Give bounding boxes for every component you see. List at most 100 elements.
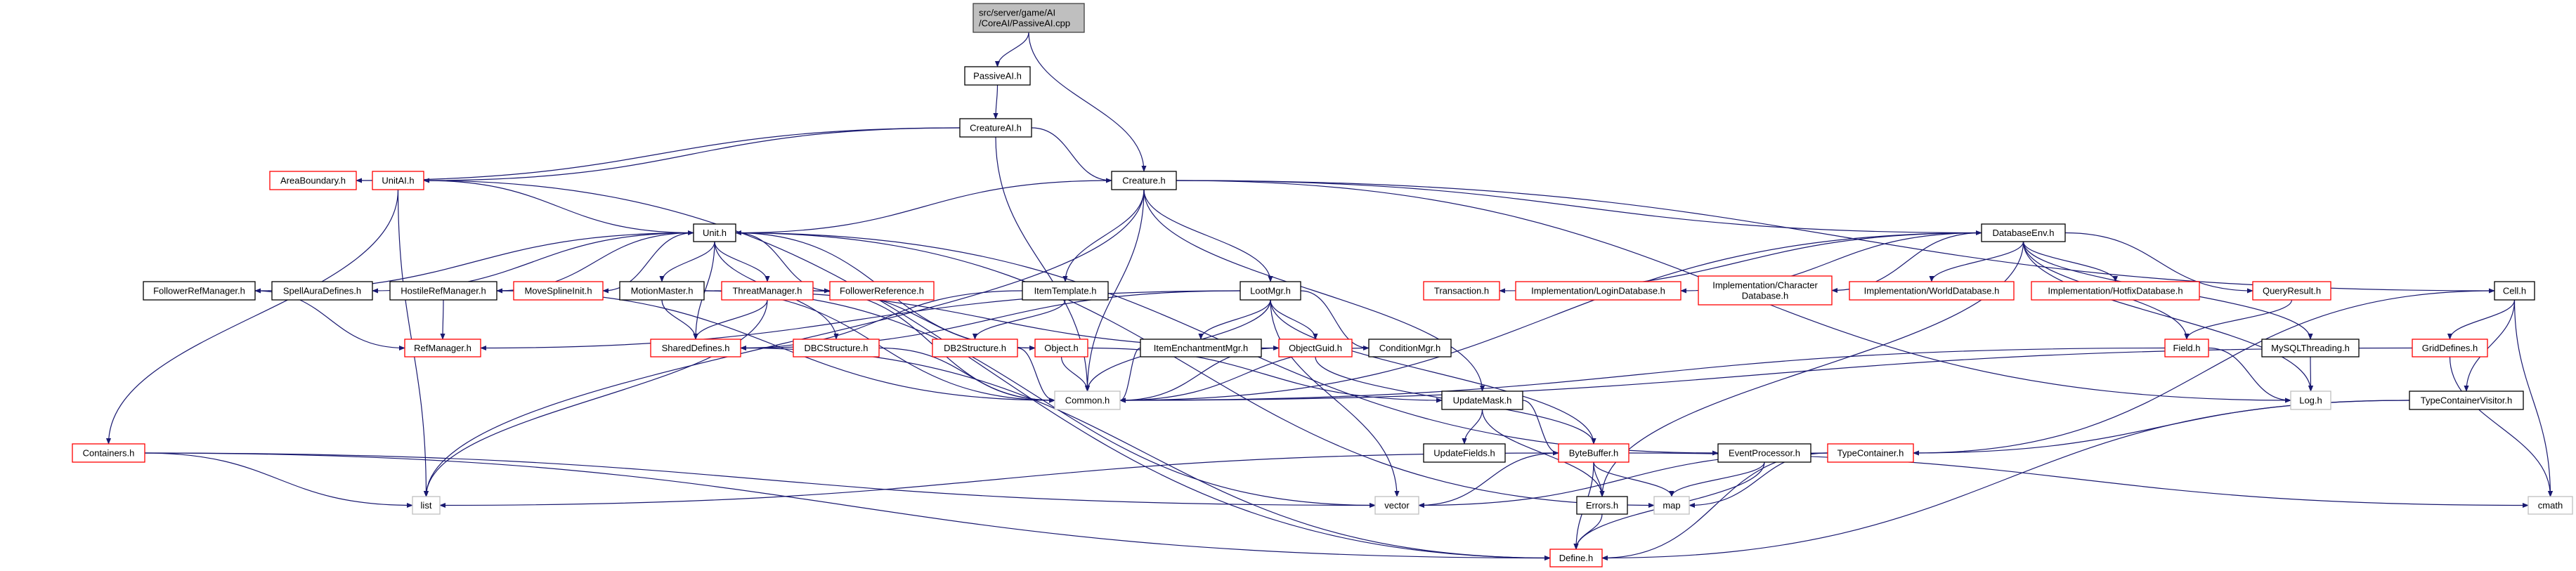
node-GridDefines[interactable]: GridDefines.h <box>2412 339 2488 357</box>
node-Object[interactable]: Object.h <box>1034 339 1088 357</box>
node-AreaBoundary[interactable]: AreaBoundary.h <box>269 171 357 190</box>
node-HostileRefManager[interactable]: HostileRefManager.h <box>389 281 497 301</box>
node-QueryResult[interactable]: QueryResult.h <box>2252 281 2331 301</box>
node-box[interactable] <box>1549 549 1603 567</box>
node-box[interactable] <box>1423 443 1506 463</box>
node-box[interactable] <box>1278 339 1353 357</box>
node-ItemEnchantmentMgr[interactable]: ItemEnchantmentMgr.h <box>1140 339 1262 357</box>
node-box[interactable] <box>1515 281 1681 301</box>
node-box[interactable] <box>269 171 357 190</box>
node-box[interactable] <box>1653 496 1690 515</box>
node-SpellAuraDefines[interactable]: SpellAuraDefines.h <box>271 281 373 301</box>
node-cmath[interactable]: cmath <box>2528 496 2573 515</box>
node-TypeContainer[interactable]: TypeContainer.h <box>1827 443 1914 463</box>
node-box[interactable] <box>964 66 1031 86</box>
node-map[interactable]: map <box>1653 496 1690 515</box>
node-Log[interactable]: Log.h <box>2290 390 2331 410</box>
node-box[interactable] <box>932 339 1018 357</box>
node-Unit[interactable]: Unit.h <box>693 223 736 242</box>
node-box[interactable] <box>72 443 145 463</box>
node-box[interactable] <box>389 281 497 301</box>
node-box[interactable] <box>1849 281 2015 301</box>
node-Creature[interactable]: Creature.h <box>1111 171 1177 190</box>
node-box[interactable] <box>1022 281 1109 301</box>
node-list[interactable]: list <box>412 496 441 515</box>
node-LootMgr[interactable]: LootMgr.h <box>1240 281 1301 301</box>
node-Transaction[interactable]: Transaction.h <box>1423 281 1500 301</box>
node-Containers[interactable]: Containers.h <box>72 443 145 463</box>
node-box[interactable] <box>2412 339 2488 357</box>
node-box[interactable] <box>143 281 256 301</box>
node-TypeContainerVisitor[interactable]: TypeContainerVisitor.h <box>2409 390 2524 410</box>
node-DB2Structure[interactable]: DB2Structure.h <box>932 339 1018 357</box>
node-UpdateMask[interactable]: UpdateMask.h <box>1441 390 1523 410</box>
node-box[interactable] <box>1441 390 1523 410</box>
node-DatabaseEnv[interactable]: DatabaseEnv.h <box>1981 223 2066 242</box>
node-box[interactable] <box>404 339 481 357</box>
node-CreatureAI[interactable]: CreatureAI.h <box>959 118 1032 138</box>
node-ByteBuffer[interactable]: ByteBuffer.h <box>1558 443 1629 463</box>
node-ThreatManager[interactable]: ThreatManager.h <box>721 281 814 301</box>
node-Errors[interactable]: Errors.h <box>1576 496 1628 515</box>
node-RefManager[interactable]: RefManager.h <box>404 339 481 357</box>
node-ConditionMgr[interactable]: ConditionMgr.h <box>1368 339 1452 357</box>
node-box[interactable] <box>412 496 441 515</box>
node-LoginDatabase[interactable]: Implementation/LoginDatabase.h <box>1515 281 1681 301</box>
node-box[interactable] <box>1981 223 2066 242</box>
node-Define[interactable]: Define.h <box>1549 549 1603 567</box>
node-WorldDatabase[interactable]: Implementation/WorldDatabase.h <box>1849 281 2015 301</box>
node-box[interactable] <box>2290 390 2331 410</box>
node-box[interactable] <box>2252 281 2331 301</box>
node-HotfixDatabase[interactable]: Implementation/HotfixDatabase.h <box>2031 281 2200 301</box>
node-cpp[interactable]: src/server/game/AI/CoreAI/PassiveAI.cpp <box>972 3 1085 33</box>
node-EventProcessor[interactable]: EventProcessor.h <box>1717 443 1811 463</box>
node-box[interactable] <box>829 281 935 301</box>
node-box[interactable] <box>1140 339 1262 357</box>
node-box[interactable] <box>972 3 1085 33</box>
node-box[interactable] <box>650 339 741 357</box>
node-box[interactable] <box>1368 339 1452 357</box>
node-box[interactable] <box>2528 496 2573 515</box>
node-box[interactable] <box>2164 339 2209 357</box>
node-box[interactable] <box>1054 390 1121 410</box>
node-box[interactable] <box>2031 281 2200 301</box>
node-box[interactable] <box>1240 281 1301 301</box>
node-box[interactable] <box>513 281 604 301</box>
node-ObjectGuid[interactable]: ObjectGuid.h <box>1278 339 1353 357</box>
node-box[interactable] <box>2409 390 2524 410</box>
node-PassiveAI[interactable]: PassiveAI.h <box>964 66 1031 86</box>
node-MotionMaster[interactable]: MotionMaster.h <box>619 281 705 301</box>
node-FollowerReference[interactable]: FollowerReference.h <box>829 281 935 301</box>
node-box[interactable] <box>1698 275 1833 306</box>
node-box[interactable] <box>959 118 1032 138</box>
node-Field[interactable]: Field.h <box>2164 339 2209 357</box>
node-box[interactable] <box>1576 496 1628 515</box>
node-box[interactable] <box>271 281 373 301</box>
node-box[interactable] <box>793 339 880 357</box>
node-box[interactable] <box>1717 443 1811 463</box>
node-vector[interactable]: vector <box>1374 496 1419 515</box>
node-box[interactable] <box>1374 496 1419 515</box>
node-FollowerRefManager[interactable]: FollowerRefManager.h <box>143 281 256 301</box>
node-MoveSplineInit[interactable]: MoveSplineInit.h <box>513 281 604 301</box>
node-box[interactable] <box>2494 281 2535 301</box>
node-box[interactable] <box>1827 443 1914 463</box>
node-box[interactable] <box>1423 281 1500 301</box>
node-box[interactable] <box>1558 443 1629 463</box>
node-box[interactable] <box>1034 339 1088 357</box>
node-Cell[interactable]: Cell.h <box>2494 281 2535 301</box>
node-UpdateFields[interactable]: UpdateFields.h <box>1423 443 1506 463</box>
node-Common[interactable]: Common.h <box>1054 390 1121 410</box>
node-UnitAI[interactable]: UnitAI.h <box>372 171 424 190</box>
node-box[interactable] <box>372 171 424 190</box>
node-DBCStructure[interactable]: DBCStructure.h <box>793 339 880 357</box>
node-box[interactable] <box>2261 339 2360 357</box>
node-SharedDefines[interactable]: SharedDefines.h <box>650 339 741 357</box>
node-box[interactable] <box>693 223 736 242</box>
node-box[interactable] <box>1111 171 1177 190</box>
node-box[interactable] <box>619 281 705 301</box>
node-MySQLThreading[interactable]: MySQLThreading.h <box>2261 339 2360 357</box>
node-box[interactable] <box>721 281 814 301</box>
node-ItemTemplate[interactable]: ItemTemplate.h <box>1022 281 1109 301</box>
